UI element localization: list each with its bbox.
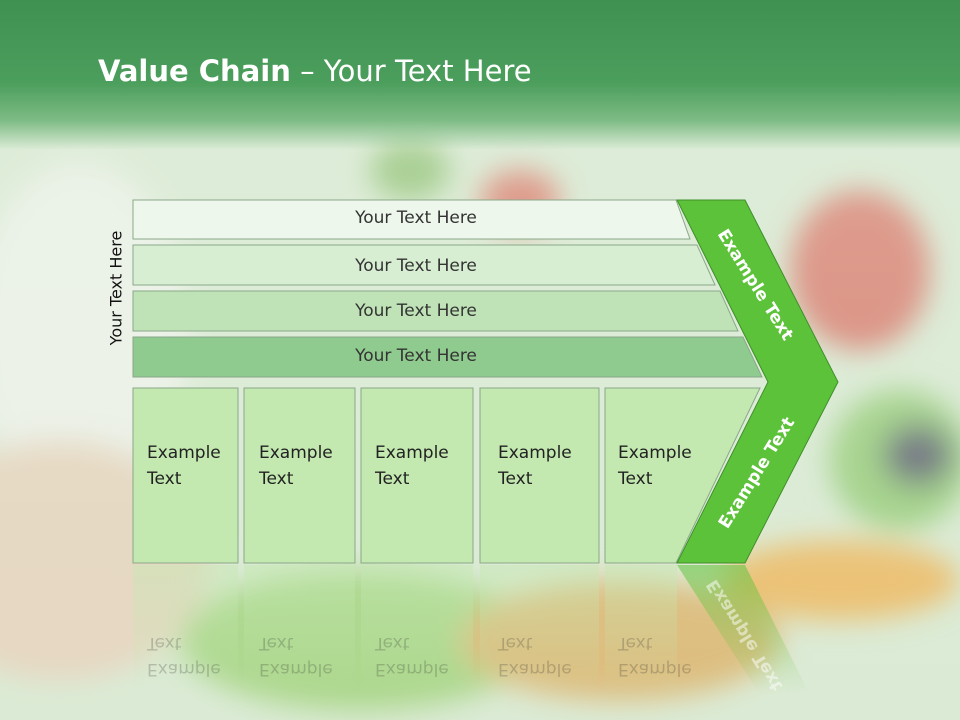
cell-reflection-4 <box>480 565 599 695</box>
cell-reflection-1 <box>133 565 238 695</box>
header-band <box>0 0 960 150</box>
row-label-1: Your Text Here <box>355 208 477 228</box>
cell-text-reflection-3: Example Text <box>375 630 475 682</box>
cell-text-3-line1: Example <box>375 443 449 463</box>
page-title: Value Chain – Your Text Here <box>98 54 532 88</box>
cell-text-reflection-4: Example Text <box>498 630 598 682</box>
row-label-4: Your Text Here <box>355 346 477 366</box>
cell-2 <box>243 387 356 564</box>
cell-refl-4-line1: Example <box>498 659 572 679</box>
cell-reflection-3 <box>361 565 473 695</box>
cell-1 <box>132 387 239 564</box>
cell-refl-3-line1: Example <box>375 659 449 679</box>
cell-4 <box>479 387 600 564</box>
cell-refl-1-line2: Text <box>147 633 182 653</box>
row-bar-1 <box>132 199 691 240</box>
cell-refl-5-line2: Text <box>618 633 653 653</box>
cell-text-4-line1: Example <box>498 443 572 463</box>
row-bar-4 <box>132 336 763 378</box>
row-label-3: Your Text Here <box>355 301 477 321</box>
row-bar-3 <box>132 290 739 332</box>
cell-reflection-5 <box>605 565 677 695</box>
cell-text-1-line2: Text <box>147 469 182 489</box>
cell-refl-2-line2: Text <box>259 633 294 653</box>
cell-text-5-line2: Text <box>618 469 653 489</box>
cell-text-2-line2: Text <box>259 469 294 489</box>
cell-text-4-line2: Text <box>498 469 533 489</box>
cell-text-reflection-5: Example Text <box>618 630 718 682</box>
cell-refl-1-line1: Example <box>147 659 221 679</box>
cell-text-reflection-1: Example Text <box>147 630 247 682</box>
cell-text-2-line1: Example <box>259 443 333 463</box>
cell-refl-4-line2: Text <box>498 633 533 653</box>
cell-5 <box>604 387 761 564</box>
row-bar-2 <box>132 244 716 286</box>
cell-refl-5-line1: Example <box>618 659 692 679</box>
cell-text-5-line1: Example <box>618 443 692 463</box>
cell-text-1-line1: Example <box>147 443 221 463</box>
chevron-reflection <box>677 565 810 695</box>
row-label-2: Your Text Here <box>355 256 477 276</box>
cell-3 <box>360 387 474 564</box>
chevron-arrow <box>676 199 839 564</box>
cell-reflection-2 <box>244 565 355 695</box>
cell-text-3-line2: Text <box>375 469 410 489</box>
cell-refl-2-line1: Example <box>259 659 333 679</box>
title-rest: – Your Text Here <box>290 54 532 88</box>
title-bold: Value Chain <box>98 54 291 88</box>
cell-text-reflection-2: Example Text <box>259 630 359 682</box>
cell-refl-3-line2: Text <box>375 633 410 653</box>
